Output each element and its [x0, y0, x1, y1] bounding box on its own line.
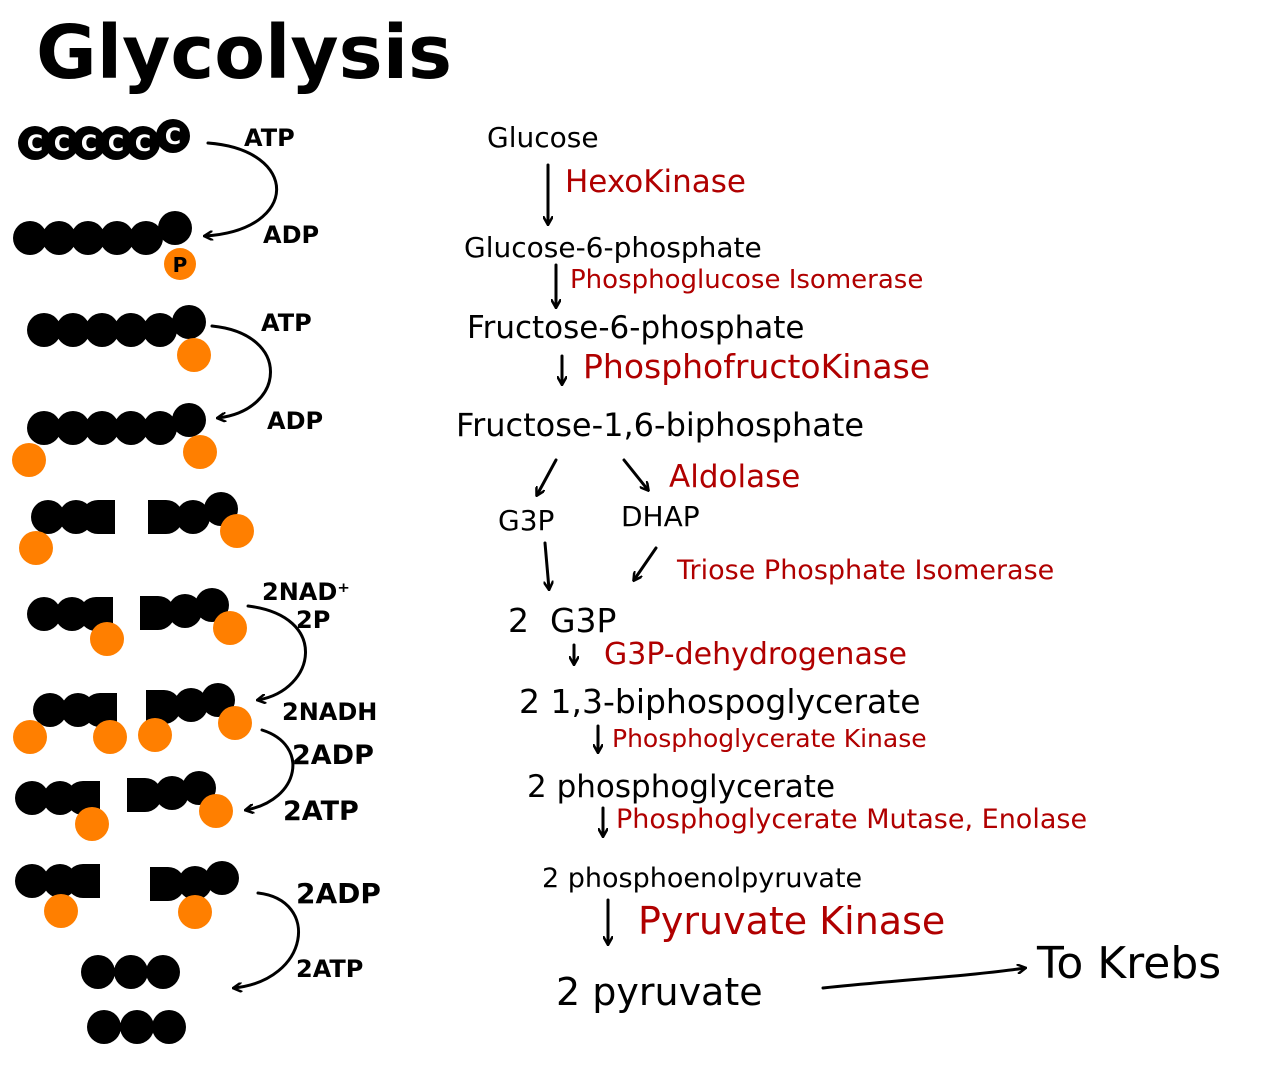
phosphate-group [213, 611, 247, 645]
phosphate-group [178, 895, 212, 929]
svg-text:C: C [165, 125, 181, 150]
enzyme-phosphofructokinase: PhosphofructoKinase [583, 347, 930, 386]
cofactor-atp: 2ATP [283, 796, 359, 827]
phosphate-group [218, 706, 252, 740]
glucose-6-phosphate-chain: P [13, 211, 196, 280]
metabolite-pyruvate: 2 pyruvate [556, 970, 763, 1014]
svg-text:C: C [135, 132, 151, 157]
phosphate-group: P [164, 248, 196, 280]
cofactor-atp: 2ATP [296, 955, 363, 983]
metabolite-phosphoenolpyruvate: 2 phosphoenolpyruvate [542, 863, 862, 894]
diagram-title: Glycolysis [36, 10, 452, 96]
enzyme-hexokinase: HexoKinase [565, 164, 746, 200]
phosphate-group [90, 622, 124, 656]
carbon-atom: C [156, 119, 190, 153]
carbon-atom: C [45, 126, 79, 160]
split-trioses [19, 492, 254, 565]
pathway-arrow [537, 458, 558, 495]
phosphate-group [13, 720, 47, 754]
metabolite-fructose-1-6-biphosphate: Fructose-1,6-biphosphate [456, 406, 864, 444]
svg-text:C: C [54, 132, 70, 157]
enzyme-aldolase: Aldolase [669, 459, 800, 495]
cofactor-arrow [205, 141, 278, 236]
phosphate-group [93, 720, 127, 754]
metabolite-dhap: DHAP [621, 500, 700, 533]
carbon-atom: C [126, 126, 160, 160]
enzyme-phosphoglycerate-kinase: Phosphoglycerate Kinase [612, 724, 927, 753]
cofactor-arrow [246, 604, 307, 700]
glucose-chain: C C C C C C [18, 119, 190, 160]
carbon-atom: C [99, 126, 133, 160]
metabolite-glucose-6-phosphate: Glucose-6-phosphate [464, 231, 762, 264]
metabolite-bisphosphoglycerate: 2 1,3-biphospoglycerate [519, 682, 921, 721]
bisphosphoglycerate-chains [13, 683, 252, 754]
pathway-arrow [634, 546, 658, 580]
cofactor-nadh: 2NADH [282, 698, 377, 726]
to-krebs-label: To Krebs [1036, 938, 1221, 989]
cofactor-adp: 2ADP [292, 740, 374, 771]
enzyme-pyruvate-kinase: Pyruvate Kinase [638, 899, 945, 943]
svg-text:P: P [173, 253, 188, 277]
metabolite-fructose-6-phosphate: Fructose-6-phosphate [467, 310, 804, 346]
fructose-1-6-biphosphate-chain [12, 403, 217, 477]
cofactor-phosphate: 2P [296, 606, 330, 634]
two-g3p-chains [27, 588, 247, 656]
phosphate-group [177, 338, 211, 372]
cofactor-arrow [246, 728, 295, 810]
carbon-atom: C [18, 126, 52, 160]
metabolite-glucose: Glucose [487, 121, 599, 154]
phosphate-group [12, 443, 46, 477]
pathway-arrow [622, 458, 648, 490]
phosphoenolpyruvate-chains [15, 861, 239, 929]
phosphate-group [75, 807, 109, 841]
svg-text:C: C [27, 132, 43, 157]
carbon-atom: C [72, 126, 106, 160]
pyruvate-chains [81, 955, 186, 1044]
cofactor-nad: 2NAD⁺ [262, 578, 350, 606]
pathway-arrow [545, 541, 549, 589]
to-krebs-arrow [821, 968, 1025, 990]
svg-text:C: C [81, 132, 97, 157]
cofactor-adp: ADP [263, 221, 319, 249]
cofactor-atp: ATP [244, 124, 295, 152]
cofactor-adp: ADP [267, 407, 323, 435]
metabolite-phosphoglycerate: 2 phosphoglycerate [527, 769, 835, 805]
phosphate-group [199, 794, 233, 828]
enzyme-triose-phosphate-isomerase: Triose Phosphate Isomerase [676, 555, 1054, 586]
enzyme-phosphoglucose-isomerase: Phosphoglucose Isomerase [570, 265, 923, 295]
cofactor-adp: 2ADP [296, 877, 381, 910]
cofactor-arrow [210, 324, 272, 418]
metabolite-2-g3p: 2 G3P [508, 601, 616, 640]
svg-text:C: C [108, 132, 124, 157]
phosphoglycerate-chains [15, 771, 233, 841]
enzyme-phosphoglycerate-mutase-enolase: Phosphoglycerate Mutase, Enolase [616, 804, 1087, 835]
phosphate-group [138, 718, 172, 752]
cofactor-arrow [234, 891, 300, 988]
phosphate-group [183, 435, 217, 469]
phosphate-group [19, 531, 53, 565]
enzyme-g3p-dehydrogenase: G3P-dehydrogenase [604, 637, 907, 672]
cofactor-atp: ATP [261, 309, 312, 337]
fructose-6-phosphate-chain [27, 305, 211, 372]
phosphate-group [220, 514, 254, 548]
phosphate-group [44, 894, 78, 928]
metabolite-g3p: G3P [498, 504, 554, 537]
